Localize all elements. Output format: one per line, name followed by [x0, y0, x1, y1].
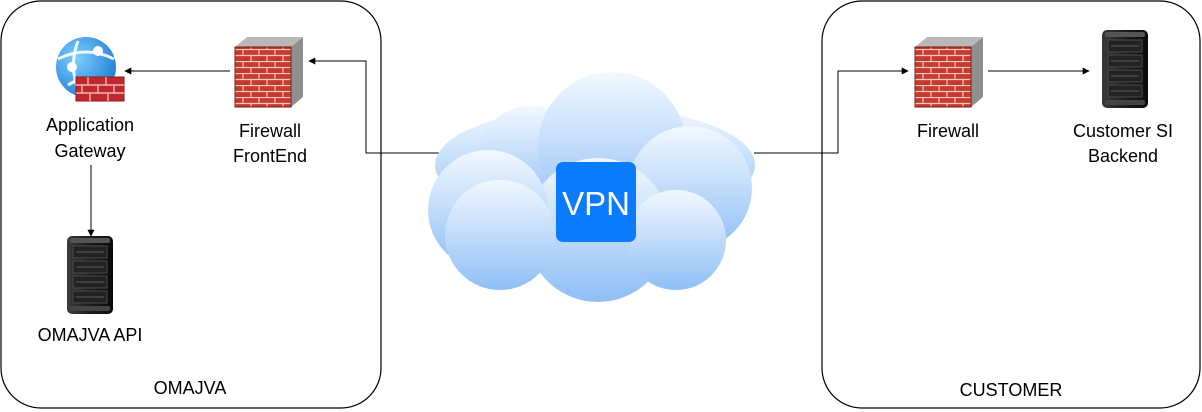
edge-vpn-to-customer-firewall: [754, 67, 909, 154]
customer-group-label: CUSTOMER: [960, 380, 1063, 400]
app-gateway-label-line1: Application: [46, 115, 134, 135]
omajva-group-label: OMAJVA: [154, 378, 227, 398]
customer-backend-label-line2: Backend: [1088, 146, 1158, 166]
firewall-frontend-icon: [234, 36, 304, 108]
omajva-api-label: OMAJVA API: [38, 325, 143, 345]
edge-vpn-to-firewall-frontend: [308, 57, 440, 154]
vpn-label: VPN: [562, 185, 630, 222]
omajva-group-box: [0, 0, 382, 409]
connectors: [87, 57, 1090, 237]
customer-group-box: [821, 0, 1201, 409]
firewall-frontend-label-line2: FrontEnd: [233, 146, 307, 166]
firewall-frontend-label-line1: Firewall: [239, 121, 301, 141]
app-gateway-label-line2: Gateway: [54, 141, 125, 161]
omajva-api-server-icon: [66, 235, 114, 315]
application-gateway-icon: [56, 37, 125, 102]
customer-backend-server-icon: [1101, 29, 1149, 109]
customer-backend-label-line1: Customer SI: [1073, 121, 1173, 141]
vpn-badge: VPN: [556, 162, 636, 242]
customer-firewall-label: Firewall: [917, 121, 979, 141]
customer-firewall-icon: [914, 36, 984, 108]
